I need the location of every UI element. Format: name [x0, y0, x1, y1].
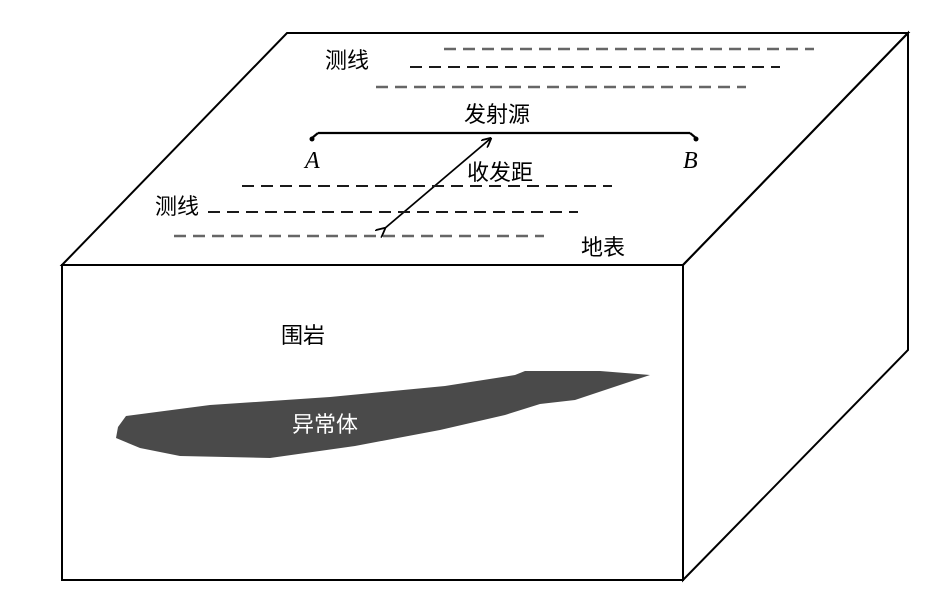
block-side-face [683, 33, 908, 580]
transmitter-label: 发射源 [464, 103, 530, 128]
offset-label: 收发距 [467, 161, 533, 186]
anomaly-label: 异常体 [292, 413, 358, 438]
anomaly-body [116, 371, 650, 458]
survey-lines-top [376, 49, 814, 87]
electrode-b [694, 137, 699, 142]
surface-label: 地表 [581, 236, 625, 261]
point-b-label: B [683, 148, 698, 174]
transmitter-source [310, 133, 699, 142]
electrode-a [310, 137, 315, 142]
survey-line-label-bottom: 测线 [155, 195, 199, 220]
point-a-label: A [303, 148, 320, 174]
block-top-face [62, 33, 908, 265]
host-rock-label: 围岩 [281, 324, 325, 349]
survey-lines-bottom [174, 186, 612, 236]
survey-line-label-top: 测线 [325, 49, 369, 74]
